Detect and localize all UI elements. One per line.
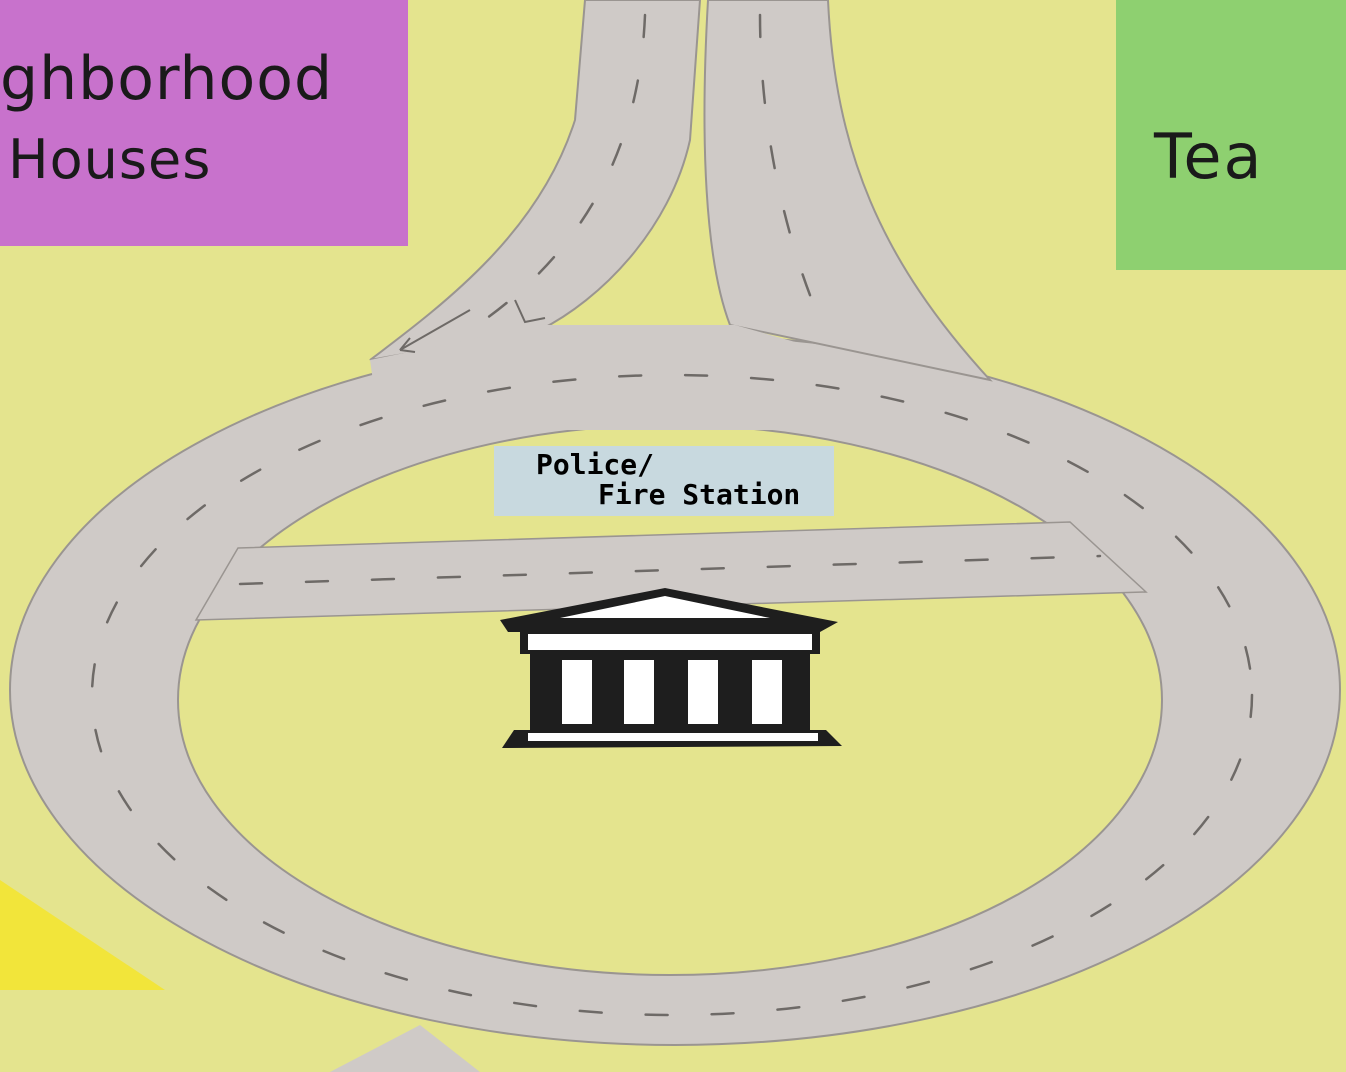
station-label-line1: Police/ [536, 448, 654, 481]
road-right-branch [704, 0, 990, 380]
road-bottom-exit [330, 1025, 480, 1072]
tea-note: Tea [1116, 0, 1346, 270]
police-fire-station-label: Police/ Fire Station [494, 446, 834, 516]
neighborhood-label-line1: ghborhood [0, 44, 333, 114]
road-left-branch [370, 0, 700, 360]
neighborhood-houses-note: ghborhood Houses [0, 0, 408, 246]
station-label-line2: Fire Station [598, 478, 800, 511]
tea-label: Tea [1154, 120, 1263, 193]
neighborhood-label-line2: Houses [8, 128, 211, 191]
